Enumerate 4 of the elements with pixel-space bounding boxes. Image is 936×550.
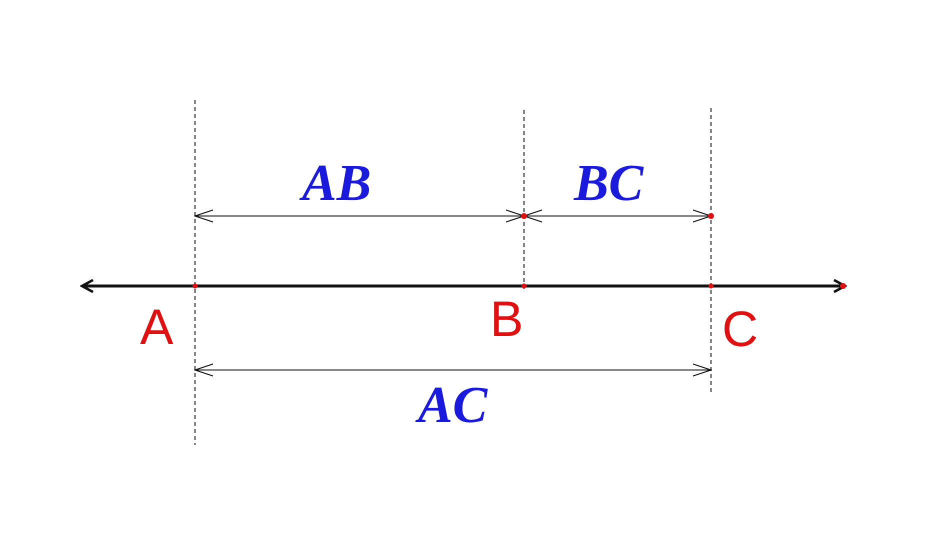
- segment-label: BC: [574, 158, 644, 210]
- point-label: C: [722, 304, 758, 354]
- point-label: B: [490, 294, 524, 344]
- point-label: A: [140, 302, 174, 352]
